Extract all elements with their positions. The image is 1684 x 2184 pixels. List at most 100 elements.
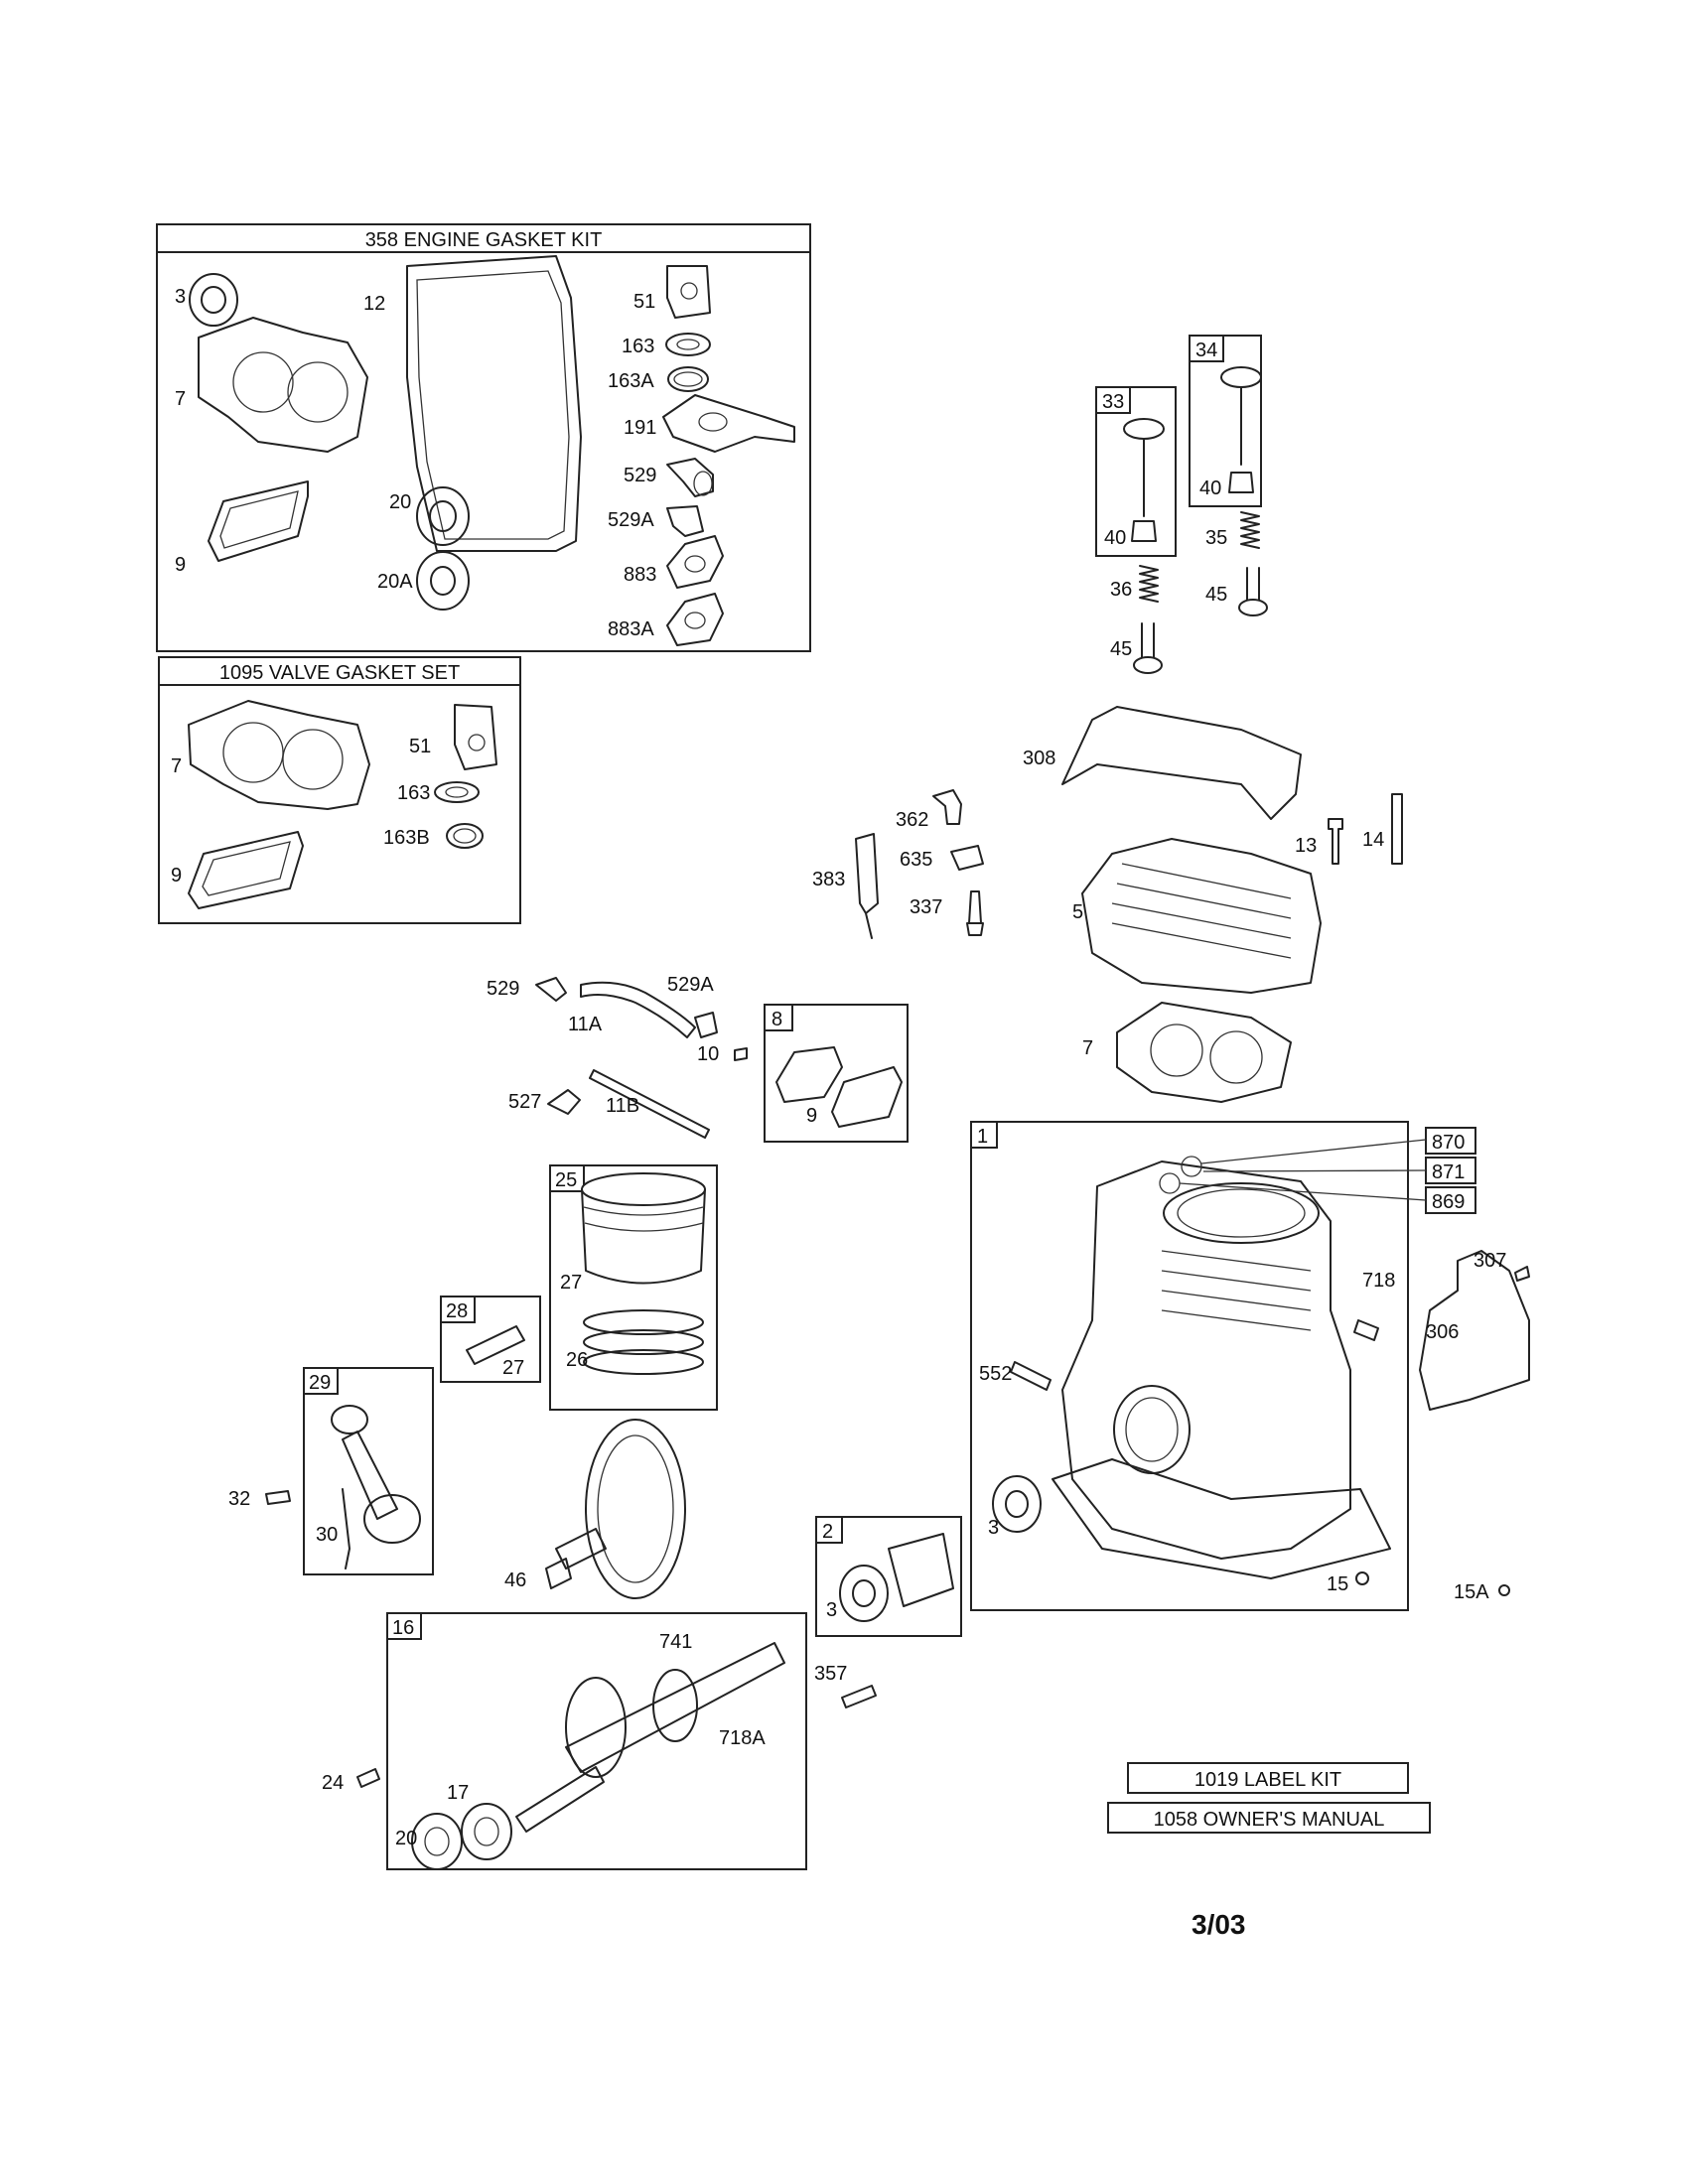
part-label: 552 — [979, 1363, 1012, 1385]
part-label: 17 — [447, 1782, 469, 1804]
engine-gasket-kit-panel: 358 ENGINE GASKET KIT 3 12 7 9 20 — [156, 223, 811, 652]
cylinder-block-group-1: 1 3 552 718 15 — [970, 1121, 1409, 1611]
part-label: 11A — [568, 1014, 603, 1035]
gasket-163a — [667, 366, 709, 392]
gasket-51 — [454, 704, 497, 770]
part-label: 13 — [1295, 835, 1317, 857]
group-number: 28 — [446, 1300, 468, 1322]
part-label: 51 — [409, 736, 431, 757]
part-label: 20A — [377, 571, 413, 593]
valve-gasket-set-panel: 1095 VALVE GASKET SET 7 9 51 163 163B — [158, 656, 521, 924]
group-number: 25 — [555, 1169, 577, 1191]
bolt-13 — [1328, 818, 1343, 865]
part-label: 529A — [608, 509, 654, 531]
elbow-529 — [535, 977, 567, 1002]
clamp-527 — [547, 1089, 581, 1115]
part-label: 11B — [606, 1095, 639, 1117]
spark-plug-337 — [966, 890, 984, 936]
callout-label: 869 — [1432, 1191, 1465, 1213]
part-label: 7 — [171, 755, 182, 777]
crankcase-gasket — [406, 255, 582, 552]
pin-24 — [356, 1768, 380, 1788]
callout-label: 871 — [1432, 1161, 1465, 1183]
part-label: 163 — [622, 336, 654, 357]
cylinder-head-5 — [1081, 838, 1322, 994]
breather-group-8: 8 9 — [764, 1004, 909, 1143]
valve-gasket-set-title: 1095 VALVE GASKET SET — [219, 662, 460, 684]
part-label: 51 — [633, 291, 655, 313]
gasket-883a — [666, 593, 724, 646]
callout-label: 870 — [1432, 1132, 1465, 1154]
key-357 — [841, 1685, 877, 1708]
part-label: 7 — [175, 388, 186, 410]
gasket-191 — [662, 394, 795, 453]
part-label: 5 — [1072, 901, 1083, 923]
part-label: 9 — [175, 554, 186, 576]
part-label: 3 — [175, 286, 186, 308]
part-label: 36 — [1110, 579, 1132, 601]
part-label: 383 — [812, 869, 845, 890]
valve-group-34: 34 40 — [1189, 335, 1262, 507]
part-label: 15A — [1454, 1581, 1489, 1603]
part-label: 306 — [1426, 1321, 1459, 1343]
group-number: 29 — [309, 1372, 331, 1394]
part-label: 9 — [806, 1105, 817, 1127]
engine-gasket-kit-frame — [156, 223, 811, 652]
breather-area: 529 11A 529A 10 11B 527 — [487, 974, 748, 1139]
elbow-529 — [666, 458, 714, 497]
part-label: 45 — [1205, 584, 1227, 606]
part-label: 163A — [608, 370, 654, 392]
tube-11b — [589, 1069, 710, 1139]
gasket-163 — [434, 781, 480, 803]
group-number: 34 — [1195, 340, 1217, 361]
part-label: 718 — [1362, 1270, 1395, 1292]
breather-gasket — [208, 480, 309, 562]
part-label: 718A — [719, 1727, 766, 1749]
part-label: 883 — [624, 564, 656, 586]
part-label: 3 — [988, 1517, 999, 1539]
part-label: 10 — [697, 1043, 719, 1065]
part-label: 337 — [910, 896, 942, 918]
part-label: 527 — [508, 1091, 541, 1113]
air-shroud-308 — [1061, 706, 1302, 820]
part-label: 26 — [566, 1349, 588, 1371]
bolt-32 — [265, 1490, 291, 1505]
part-label: 9 — [171, 865, 182, 887]
stud-14 — [1391, 793, 1403, 865]
part-label: 32 — [228, 1488, 250, 1510]
bearing-group-2: 2 3 — [815, 1516, 962, 1637]
part-label: 308 — [1023, 748, 1055, 769]
tube-11a — [580, 981, 696, 1038]
owners-manual: 1058 OWNER'S MANUAL — [1154, 1809, 1385, 1831]
part-label: 362 — [896, 809, 928, 831]
fitting-362 — [932, 789, 962, 825]
engine-gasket-kit-title: 358 ENGINE GASKET KIT — [365, 229, 603, 251]
part-label: 12 — [363, 293, 385, 315]
crankshaft-group-16: 16 741 718A 17 20 — [386, 1612, 807, 1870]
group-number: 8 — [772, 1009, 782, 1030]
part-label: 883A — [608, 618, 654, 640]
part-label: 307 — [1474, 1250, 1506, 1272]
part-label: 529 — [624, 465, 656, 486]
valve-springs: 36 45 35 45 — [1110, 511, 1268, 674]
label-callouts: 870 871 869 — [1159, 1127, 1476, 1214]
seal-part — [189, 273, 238, 327]
part-label: 529 — [487, 978, 519, 1000]
part-label: 27 — [502, 1357, 524, 1379]
gasket-163 — [665, 333, 711, 356]
group-number: 2 — [822, 1521, 833, 1543]
part-label: 7 — [1082, 1037, 1093, 1059]
screw-10 — [734, 1047, 748, 1061]
part-label: 14 — [1362, 829, 1384, 851]
part-label: 15 — [1327, 1573, 1348, 1595]
part-label: 46 — [504, 1570, 526, 1591]
connecting-rod-group-29: 29 30 — [303, 1367, 434, 1575]
part-label: 163B — [383, 827, 430, 849]
cylinder-head-area: 308 5 7 13 14 362 635 337 383 — [812, 706, 1403, 1103]
part-label: 635 — [900, 849, 932, 871]
part-label: 30 — [316, 1524, 338, 1546]
revision-date: 3/03 — [1192, 1909, 1246, 1940]
part-label: 40 — [1104, 527, 1126, 549]
blower-housing-306 — [1419, 1250, 1530, 1411]
